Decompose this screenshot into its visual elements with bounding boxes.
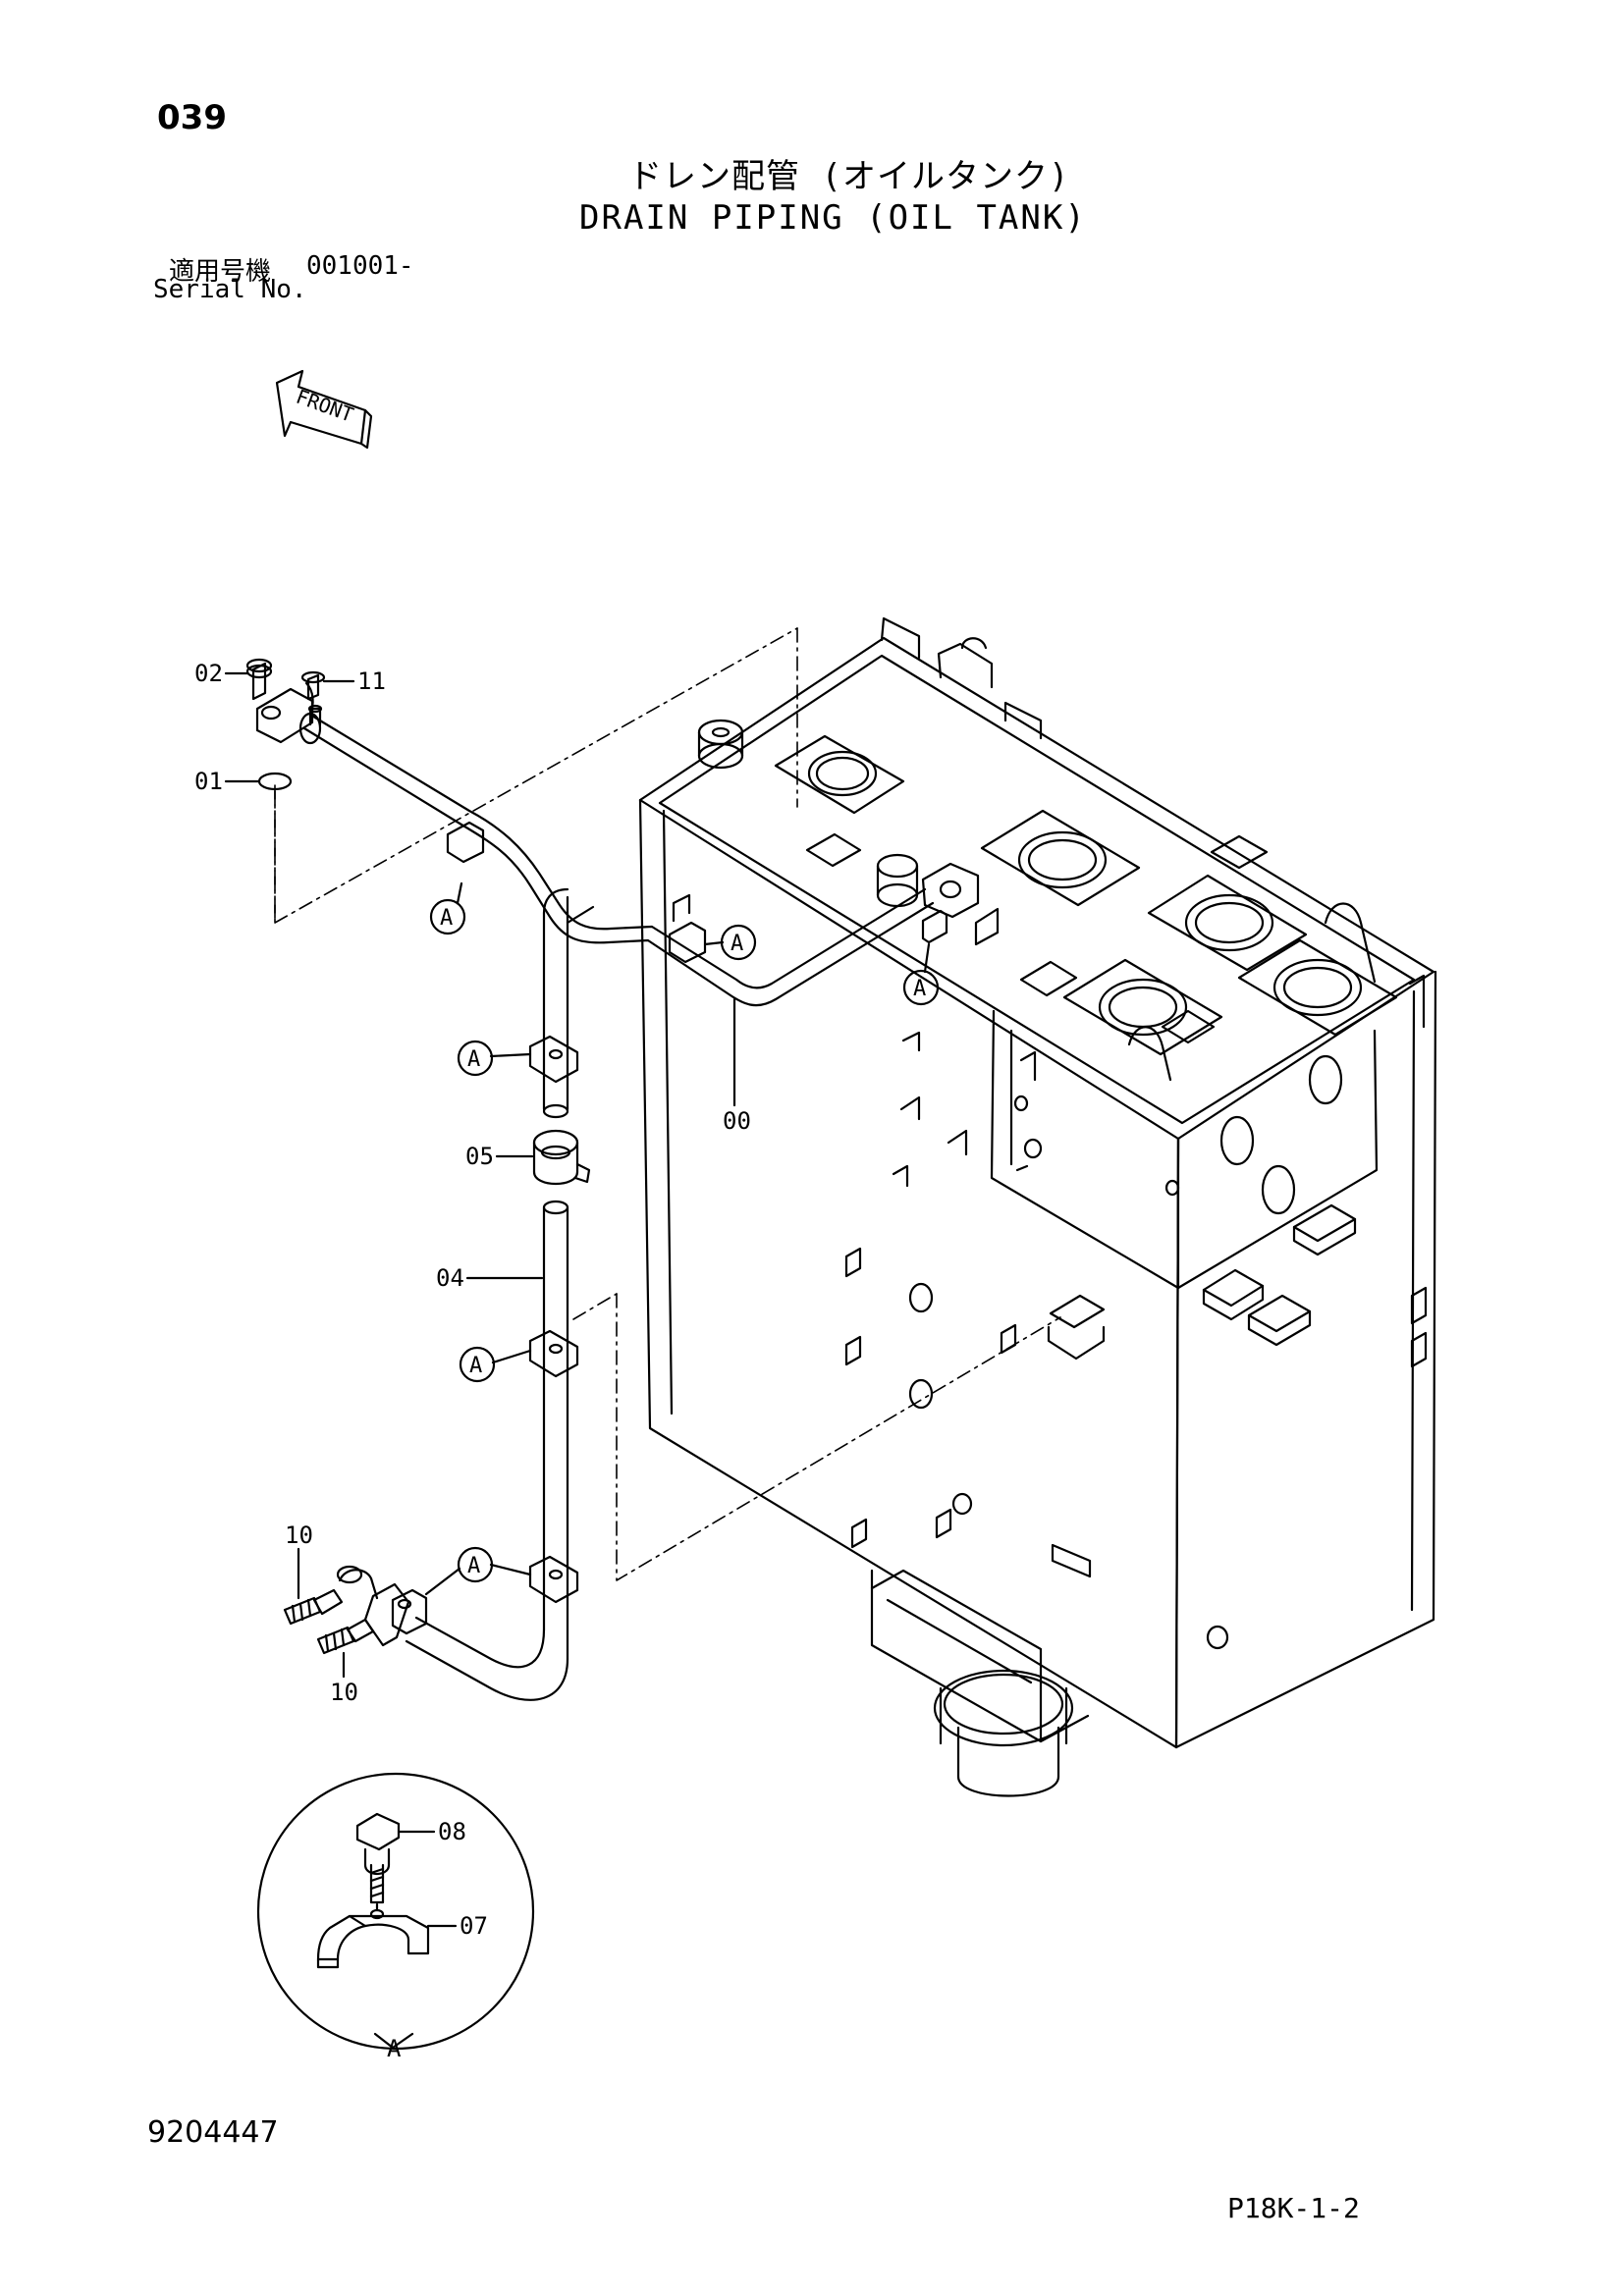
svg-text:A: A bbox=[731, 932, 743, 956]
callout-08: 08 bbox=[438, 1818, 466, 1845]
callout-a-6: A bbox=[424, 1546, 532, 1596]
front-arrow-icon: FRONT bbox=[275, 369, 373, 450]
svg-text:A: A bbox=[467, 1047, 480, 1072]
callout-a-3: A bbox=[902, 942, 940, 1006]
callout-05: 05 bbox=[465, 1143, 494, 1170]
callout-02: 02 bbox=[194, 660, 223, 687]
callout-10-top: 10 bbox=[285, 1522, 313, 1549]
callout-11: 11 bbox=[357, 667, 386, 695]
svg-text:A: A bbox=[440, 906, 453, 931]
page-title-japanese: ドレン配管 (オイルタンク) bbox=[628, 157, 1070, 196]
svg-text:A: A bbox=[469, 1354, 482, 1378]
callout-07: 07 bbox=[460, 1912, 488, 1940]
oil-tank-body bbox=[638, 616, 1437, 1797]
part-callouts: 02 11 01 00 05 04 10 10 bbox=[194, 660, 751, 1706]
serial-label-japanese: 適用号機 bbox=[169, 257, 272, 287]
clamp-callouts: A A A A A A bbox=[424, 881, 940, 1596]
callout-a-4: A bbox=[457, 1040, 532, 1077]
callout-04: 04 bbox=[436, 1264, 464, 1292]
callout-a-2: A bbox=[703, 924, 757, 961]
page-title: DRAIN PIPING (OIL TANK) bbox=[579, 198, 1087, 238]
svg-text:A: A bbox=[913, 977, 926, 1001]
detail-view-a: 08 07 A bbox=[256, 1772, 535, 2062]
document-number: 9204447 bbox=[147, 2115, 279, 2150]
callout-a-5: A bbox=[459, 1346, 532, 1383]
drain-pipe-assembly bbox=[245, 658, 980, 1701]
page-number: 039 bbox=[157, 98, 227, 137]
svg-text:A: A bbox=[467, 1554, 480, 1578]
serial-label: Serial No. bbox=[153, 275, 307, 304]
callout-00: 00 bbox=[723, 1107, 751, 1135]
callout-10-bottom: 10 bbox=[330, 1679, 358, 1706]
page-code: P18K-1-2 bbox=[1227, 2192, 1360, 2224]
callout-01: 01 bbox=[194, 768, 223, 795]
detail-label-a: A bbox=[387, 2035, 402, 2062]
callout-a-1: A bbox=[429, 881, 466, 935]
serial-range: 001001- bbox=[306, 251, 414, 281]
